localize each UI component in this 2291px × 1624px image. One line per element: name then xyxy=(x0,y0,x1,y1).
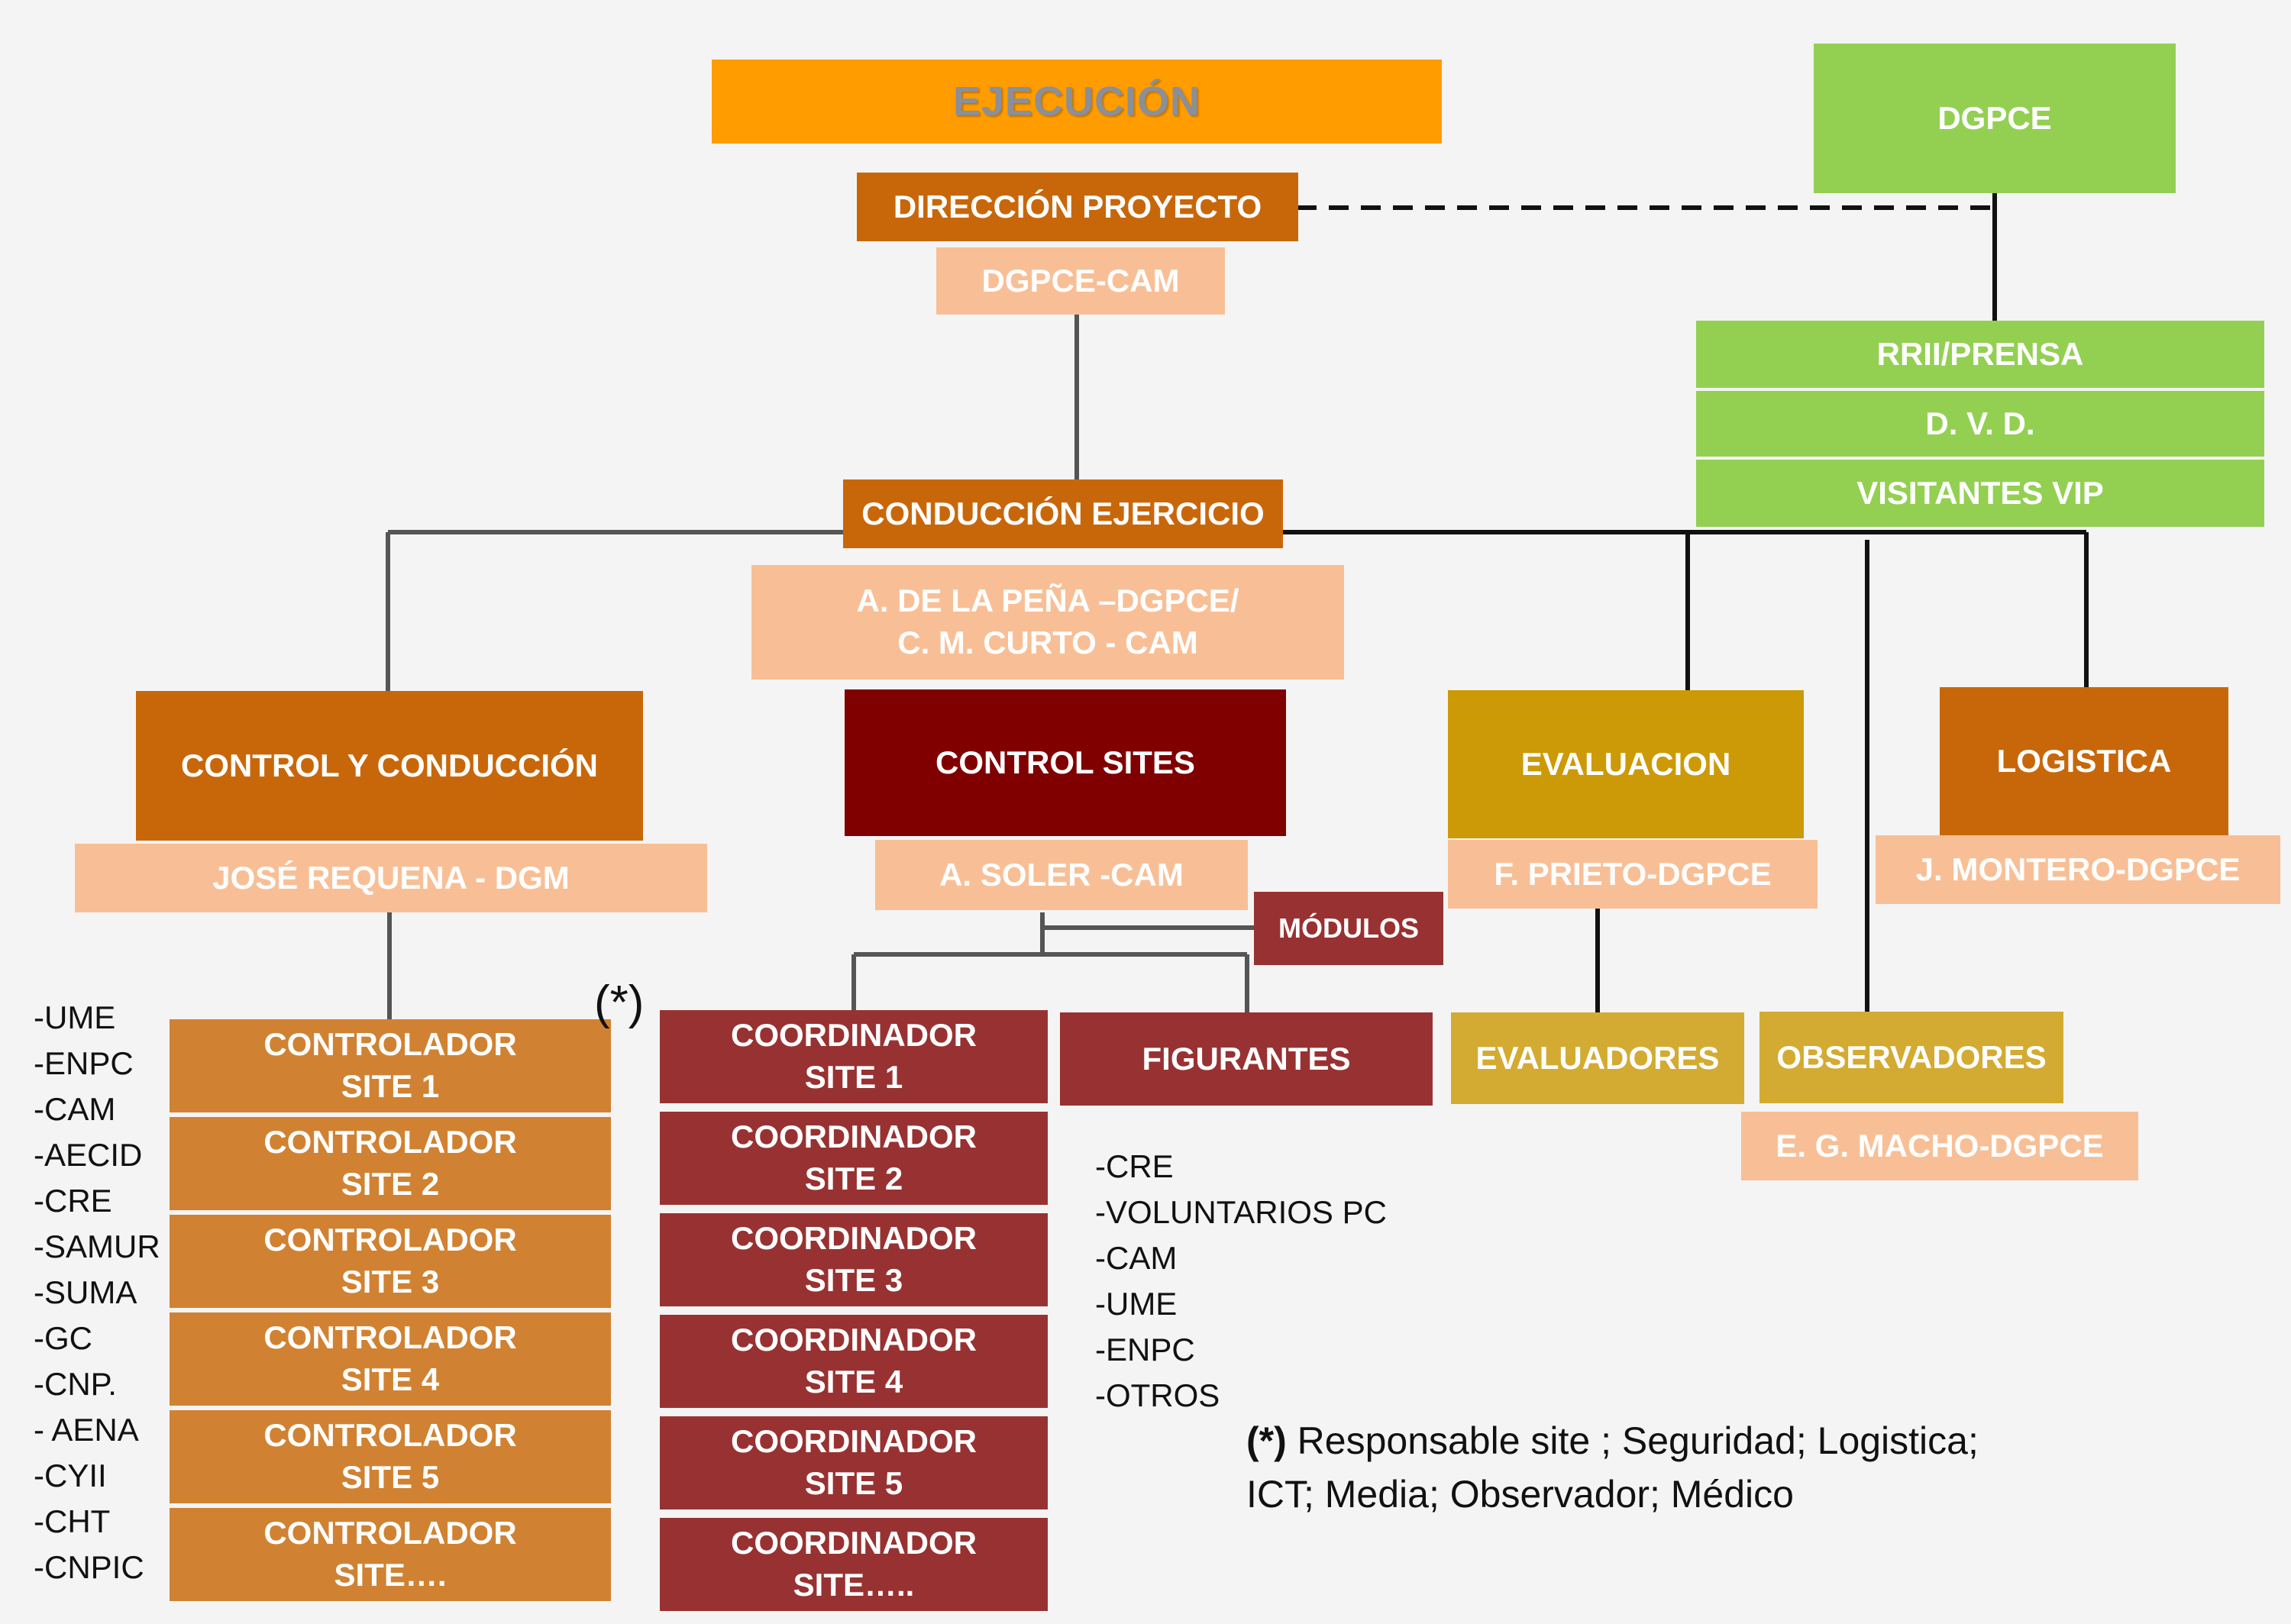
footnote: (*) Responsable site ; Seguridad; Logist… xyxy=(1246,1414,1979,1521)
list-item: -ENPC xyxy=(34,1045,134,1081)
footnote-mark: (*) xyxy=(1246,1419,1287,1462)
press-stack-item: D. V. D. xyxy=(1696,391,2264,457)
list-item: -CRE xyxy=(34,1183,112,1219)
list-item: -CNPIC xyxy=(34,1549,144,1585)
controlador-site-box: CONTROLADOR SITE 4 xyxy=(170,1312,611,1406)
footnote-text-1: Responsable site ; Seguridad; Logistica; xyxy=(1286,1419,1979,1462)
list-item: -SAMUR xyxy=(34,1228,160,1264)
control-conduccion-box: CONTROL Y CONDUCCIÓN xyxy=(136,691,643,841)
footnote-line-1: (*) Responsable site ; Seguridad; Logist… xyxy=(1246,1414,1979,1467)
list-item: -CYII xyxy=(34,1458,107,1493)
controlador-site-box: CONTROLADOR SITE…. xyxy=(170,1508,611,1601)
list-item: - AENA xyxy=(34,1412,139,1448)
list-item: -ENPC xyxy=(1095,1332,1195,1367)
list-item: -UME xyxy=(34,999,116,1035)
logistica-box: LOGISTICA xyxy=(1940,687,2228,835)
logistica-sub: J. MONTERO-DGPCE xyxy=(1876,835,2280,904)
dgpce-box: DGPCE xyxy=(1814,44,2176,193)
modulos-box: MÓDULOS xyxy=(1254,892,1443,965)
direccion-proyecto-box: DIRECCIÓN PROYECTO xyxy=(857,173,1298,241)
conduccion-ejercicio-sub: A. DE LA PEÑA –DGPCE/ C. M. CURTO - CAM xyxy=(751,565,1344,680)
observadores-sub: E. G. MACHO-DGPCE xyxy=(1741,1112,2138,1180)
list-item: -CHT xyxy=(34,1503,111,1539)
coordinador-site-box: COORDINADOR SITE 3 xyxy=(660,1213,1048,1306)
coordinador-site-box: COORDINADOR SITE 1 xyxy=(660,1010,1048,1103)
coordinador-site-box: COORDINADOR SITE….. xyxy=(660,1518,1048,1611)
coordinador-site-box: COORDINADOR SITE 4 xyxy=(660,1315,1048,1408)
list-item: -AECID xyxy=(34,1137,143,1173)
evaluacion-box: EVALUACION xyxy=(1448,690,1804,838)
press-stack-item: RRII/PRENSA xyxy=(1696,321,2264,388)
footnote-line-2: ICT; Media; Observador; Médico xyxy=(1246,1473,1794,1516)
coordinador-site-box: COORDINADOR SITE 2 xyxy=(660,1112,1048,1205)
direccion-proyecto-sub: DGPCE-CAM xyxy=(936,247,1225,315)
evaluadores-box: EVALUADORES xyxy=(1451,1012,1744,1104)
list-item: -GC xyxy=(34,1320,92,1356)
figurantes-list: -CRE -VOLUNTARIOS PC -CAM -UME -ENPC -OT… xyxy=(1095,1144,1387,1419)
list-item: -CAM xyxy=(1095,1240,1178,1276)
list-item: -CNP. xyxy=(34,1366,117,1402)
list-item: -OTROS xyxy=(1095,1377,1220,1413)
controlador-site-box: CONTROLADOR SITE 5 xyxy=(170,1410,611,1503)
evaluacion-sub: F. PRIETO-DGPCE xyxy=(1448,840,1818,909)
control-conduccion-sub: JOSÉ REQUENA - DGM xyxy=(75,844,707,912)
figurantes-box: FIGURANTES xyxy=(1060,1012,1433,1106)
left-organizations-list: -UME -ENPC -CAM -AECID -CRE -SAMUR -SUMA… xyxy=(34,995,160,1590)
list-item: -CRE xyxy=(1095,1148,1174,1184)
controlador-site-box: CONTROLADOR SITE 2 xyxy=(170,1117,611,1210)
controlador-site-box: CONTROLADOR SITE 3 xyxy=(170,1215,611,1308)
ejecucion-box: EJECUCIÓN xyxy=(712,60,1442,144)
coordinador-site-box: COORDINADOR SITE 5 xyxy=(660,1416,1048,1509)
control-sites-box: CONTROL SITES xyxy=(845,689,1286,836)
controlador-site-box: CONTROLADOR SITE 1 xyxy=(170,1019,611,1112)
observadores-box: OBSERVADORES xyxy=(1759,1012,2063,1103)
list-item: -SUMA xyxy=(34,1274,137,1310)
list-item: -CAM xyxy=(34,1091,116,1127)
asterisk-mark: (*) xyxy=(594,977,645,1029)
conduccion-ejercicio-box: CONDUCCIÓN EJERCICIO xyxy=(843,479,1283,548)
list-item: -VOLUNTARIOS PC xyxy=(1095,1194,1387,1230)
list-item: -UME xyxy=(1095,1286,1178,1322)
control-sites-sub: A. SOLER -CAM xyxy=(875,840,1248,910)
press-stack-item: VISITANTES VIP xyxy=(1696,460,2264,527)
